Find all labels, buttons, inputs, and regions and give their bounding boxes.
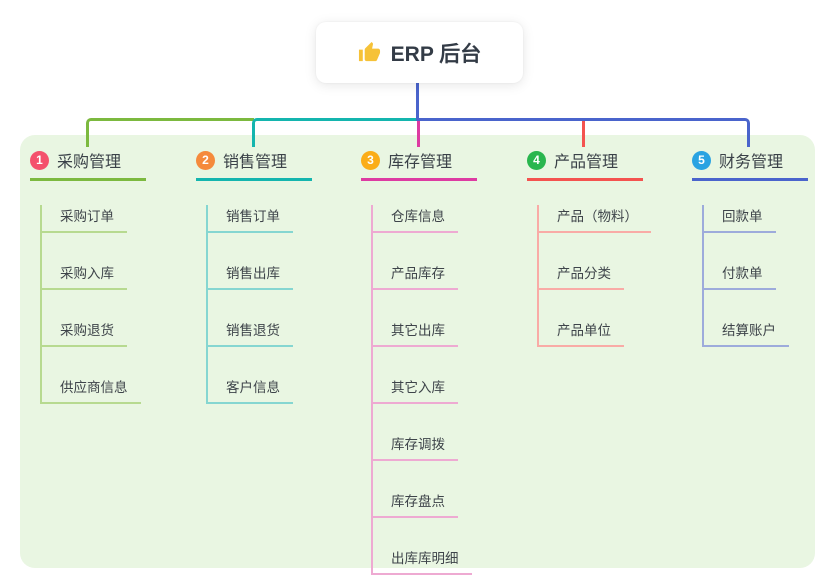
child-node-row: 产品（物料） xyxy=(539,205,651,233)
branch-label: 销售管理 xyxy=(223,154,288,171)
child-node-row: 产品单位 xyxy=(539,319,651,347)
child-node[interactable]: 产品库存 xyxy=(373,262,458,290)
connector-elbow-5 xyxy=(417,118,750,147)
branch-header[interactable]: 5 财务管理 xyxy=(692,148,808,181)
branch-column-1: 1 采购管理 采购订单采购入库采购退货供应商信息 xyxy=(30,148,146,404)
child-node-row: 产品分类 xyxy=(539,262,651,290)
branch-header[interactable]: 3 库存管理 xyxy=(361,148,477,181)
branch-column-5: 5 财务管理 回款单付款单结算账户 xyxy=(692,148,808,347)
branch-number-badge: 5 xyxy=(692,150,711,170)
branch-label: 产品管理 xyxy=(554,154,619,171)
child-node-row: 采购退货 xyxy=(42,319,141,347)
child-node[interactable]: 产品分类 xyxy=(539,262,624,290)
child-node-row: 其它出库 xyxy=(373,319,472,347)
branch-header[interactable]: 4 产品管理 xyxy=(527,148,643,181)
branch-children: 仓库信息产品库存其它出库其它入库库存调拨库存盘点出库库明细 xyxy=(371,205,472,575)
child-node[interactable]: 供应商信息 xyxy=(42,376,141,404)
branch-label: 库存管理 xyxy=(388,154,453,171)
branch-header[interactable]: 2 销售管理 xyxy=(196,148,312,181)
child-node[interactable]: 库存调拨 xyxy=(373,433,458,461)
child-node[interactable]: 结算账户 xyxy=(704,319,789,347)
connector-drop-3 xyxy=(417,120,420,147)
branches-board xyxy=(20,135,815,568)
child-node[interactable]: 产品（物料） xyxy=(539,205,651,233)
child-node[interactable]: 其它出库 xyxy=(373,319,458,347)
branch-number-badge: 2 xyxy=(196,150,215,170)
branch-number-badge: 3 xyxy=(361,150,380,170)
branch-children: 采购订单采购入库采购退货供应商信息 xyxy=(40,205,141,404)
child-node-row: 采购入库 xyxy=(42,262,141,290)
child-node-row: 库存调拨 xyxy=(373,433,472,461)
branch-children: 产品（物料） 产品分类产品单位 xyxy=(537,205,651,347)
branch-column-4: 4 产品管理 产品（物料） 产品分类产品单位 xyxy=(527,148,651,347)
branch-column-3: 3 库存管理 仓库信息产品库存其它出库其它入库库存调拨库存盘点出库库明细 xyxy=(361,148,477,575)
child-node[interactable]: 库存盘点 xyxy=(373,490,458,518)
branch-column-2: 2 销售管理 销售订单销售出库销售退货客户信息 xyxy=(196,148,312,404)
thumbs-up-icon xyxy=(358,41,380,62)
child-node-row: 其它入库 xyxy=(373,376,472,404)
branch-label: 采购管理 xyxy=(57,154,122,171)
branch-children: 销售订单销售出库销售退货客户信息 xyxy=(206,205,293,404)
child-node-row: 库存盘点 xyxy=(373,490,472,518)
child-node-row: 销售订单 xyxy=(208,205,293,233)
child-node-row: 结算账户 xyxy=(704,319,789,347)
child-node[interactable]: 客户信息 xyxy=(208,376,293,404)
root-node-erp[interactable]: ERP 后台 xyxy=(316,22,523,83)
child-node-row: 销售出库 xyxy=(208,262,293,290)
child-node[interactable]: 出库库明细 xyxy=(373,547,472,575)
child-node-row: 付款单 xyxy=(704,262,789,290)
child-node[interactable]: 其它入库 xyxy=(373,376,458,404)
connector-root xyxy=(416,82,419,121)
child-node[interactable]: 采购订单 xyxy=(42,205,127,233)
child-node[interactable]: 采购入库 xyxy=(42,262,127,290)
child-node[interactable]: 采购退货 xyxy=(42,319,127,347)
child-node[interactable]: 回款单 xyxy=(704,205,776,233)
connector-drop-4 xyxy=(582,118,585,147)
child-node[interactable]: 销售出库 xyxy=(208,262,293,290)
branch-header[interactable]: 1 采购管理 xyxy=(30,148,146,181)
child-node[interactable]: 销售订单 xyxy=(208,205,293,233)
branch-label: 财务管理 xyxy=(719,154,784,171)
branch-number-badge: 1 xyxy=(30,150,49,170)
branch-children: 回款单付款单结算账户 xyxy=(702,205,789,347)
child-node-row: 客户信息 xyxy=(208,376,293,404)
connector-elbow-2 xyxy=(252,118,419,147)
child-node[interactable]: 产品单位 xyxy=(539,319,624,347)
connector-elbow-1 xyxy=(86,118,254,147)
child-node-row: 出库库明细 xyxy=(373,547,472,575)
child-node[interactable]: 销售退货 xyxy=(208,319,293,347)
child-node-row: 回款单 xyxy=(704,205,789,233)
branch-number-badge: 4 xyxy=(527,150,546,170)
root-title: ERP 后台 xyxy=(390,42,482,66)
child-node[interactable]: 付款单 xyxy=(704,262,776,290)
child-node-row: 仓库信息 xyxy=(373,205,472,233)
child-node-row: 采购订单 xyxy=(42,205,141,233)
child-node[interactable]: 仓库信息 xyxy=(373,205,458,233)
child-node-row: 供应商信息 xyxy=(42,376,141,404)
child-node-row: 销售退货 xyxy=(208,319,293,347)
child-node-row: 产品库存 xyxy=(373,262,472,290)
